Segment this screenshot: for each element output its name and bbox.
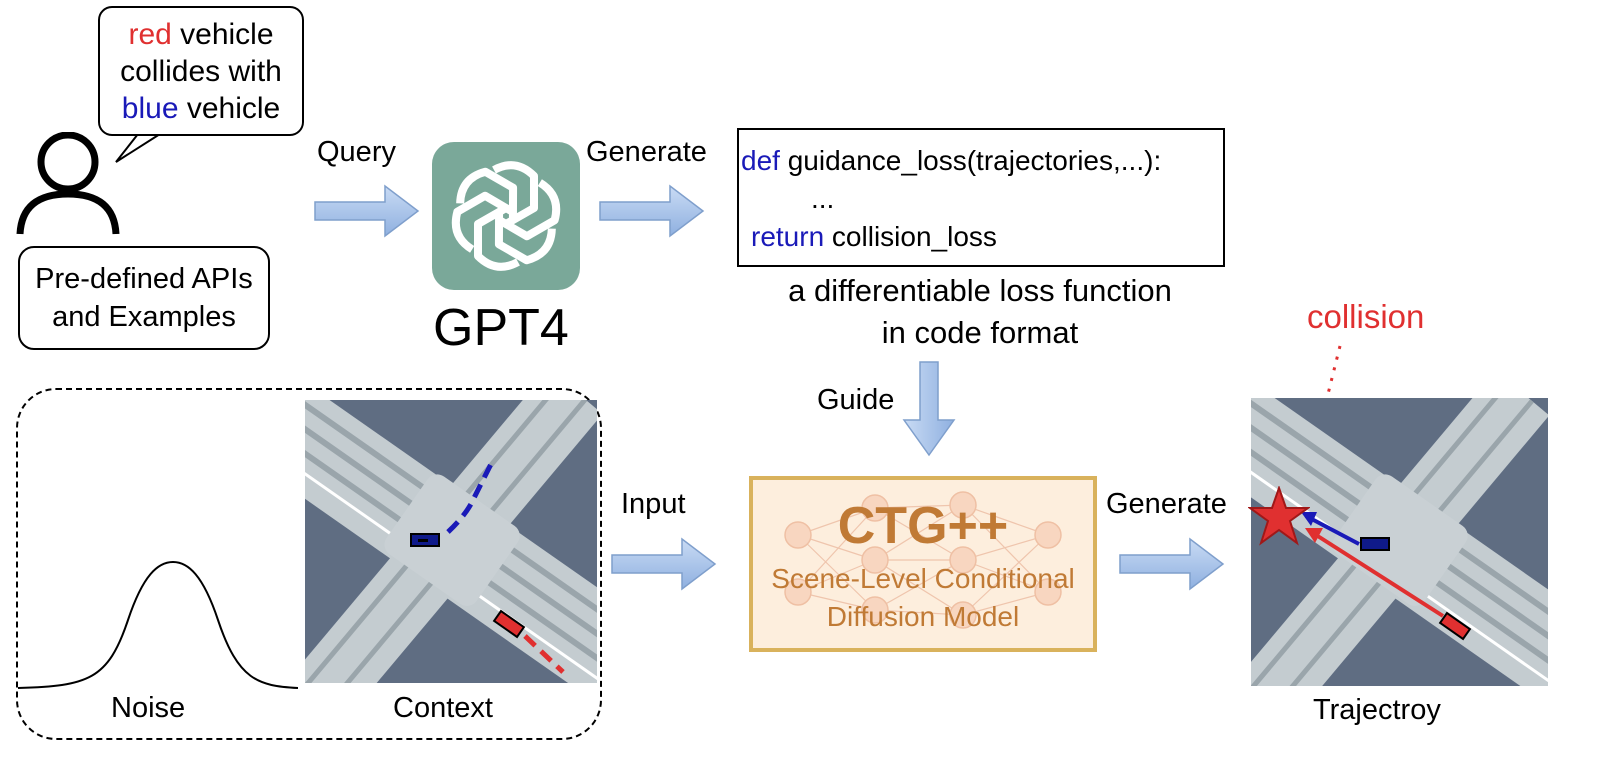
openai-logo-icon bbox=[432, 161, 580, 290]
gpt4-label: GPT4 bbox=[433, 299, 569, 357]
input-arrow bbox=[611, 537, 717, 591]
input-label: Input bbox=[621, 488, 686, 520]
guide-label: Guide bbox=[817, 384, 895, 416]
return-keyword: return bbox=[751, 221, 825, 252]
query-label: Query bbox=[317, 136, 396, 168]
trajectory-label: Trajectroy bbox=[1313, 694, 1441, 726]
return-value: collision_loss bbox=[824, 221, 997, 252]
ctg-model-box bbox=[749, 476, 1097, 652]
predefined-apis-box: Pre-defined APIs and Examples bbox=[18, 246, 270, 350]
blue-word: blue bbox=[121, 92, 179, 125]
apis-line1: Pre-defined APIs bbox=[35, 263, 253, 295]
code-caption: a differentiable loss function in code f… bbox=[740, 270, 1220, 354]
guide-arrow bbox=[902, 361, 956, 457]
speech-line2: collides with bbox=[120, 55, 282, 88]
speech-tail bbox=[115, 133, 161, 163]
query-arrow bbox=[314, 184, 420, 238]
def-keyword: def bbox=[741, 145, 780, 176]
generate-code-arrow bbox=[599, 184, 705, 238]
code-ellipsis: ... bbox=[811, 183, 835, 214]
caption-line2: in code format bbox=[881, 315, 1079, 350]
noise-curve bbox=[18, 560, 298, 689]
context-map bbox=[305, 400, 597, 683]
trajectory-map bbox=[1251, 398, 1548, 686]
red-word: red bbox=[128, 18, 172, 51]
model-subtitle-line2: Diffusion Model bbox=[826, 601, 1020, 632]
model-title: CTG++ bbox=[837, 497, 1009, 555]
code-box: def guidance_loss(trajectories,...): ...… bbox=[737, 128, 1225, 267]
model-subtitle-line1: Scene-Level Conditional bbox=[771, 563, 1075, 594]
collision-star-icon bbox=[1248, 486, 1310, 546]
context-label: Context bbox=[393, 692, 493, 724]
neural-net-background bbox=[784, 491, 1062, 629]
apis-line2: and Examples bbox=[52, 301, 236, 333]
noise-label: Noise bbox=[111, 692, 186, 724]
generate-top-label: Generate bbox=[586, 136, 707, 168]
collision-label: collision bbox=[1307, 298, 1425, 335]
caption-line1: a differentiable loss function bbox=[788, 273, 1172, 308]
function-signature: guidance_loss(trajectories,...): bbox=[779, 145, 1162, 176]
speech-line3-rest: vehicle bbox=[178, 92, 281, 125]
generate-bottom-label: Generate bbox=[1106, 488, 1227, 520]
speech-line1-rest: vehicle bbox=[171, 18, 274, 51]
query-speech-bubble: red vehicle collides with blue vehicle bbox=[98, 6, 304, 136]
model-subtitle: Scene-Level Conditional Diffusion Model bbox=[749, 560, 1097, 636]
noise-context-group bbox=[16, 388, 602, 740]
generate-trajectory-arrow bbox=[1119, 537, 1225, 591]
person-icon bbox=[16, 132, 120, 235]
